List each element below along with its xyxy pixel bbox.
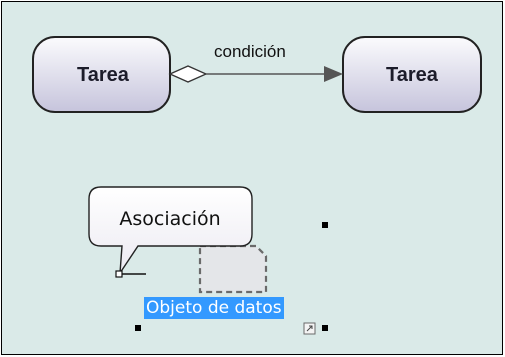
data-object-label[interactable]: Objeto de datos — [144, 297, 284, 319]
connection-handle[interactable] — [115, 270, 123, 278]
association-callout: Asociación — [88, 186, 253, 276]
arrowhead-icon — [324, 66, 343, 82]
diamond-marker-icon — [168, 65, 208, 83]
selection-handle-bottom-left[interactable] — [135, 325, 141, 331]
task-left[interactable]: Tarea — [32, 36, 171, 113]
selection-handle-bottom-right[interactable] — [322, 325, 328, 331]
selection-handle-top-right[interactable] — [322, 222, 328, 228]
condition-label: condición — [214, 42, 286, 61]
task-right-label: Tarea — [386, 64, 439, 86]
task-right[interactable]: Tarea — [342, 36, 482, 113]
conditional-flow[interactable]: condición — [168, 42, 343, 83]
resize-icon[interactable] — [303, 322, 316, 335]
task-left-label: Tarea — [77, 64, 130, 86]
data-object[interactable] — [198, 244, 268, 294]
callout-label: Asociación — [119, 208, 220, 230]
